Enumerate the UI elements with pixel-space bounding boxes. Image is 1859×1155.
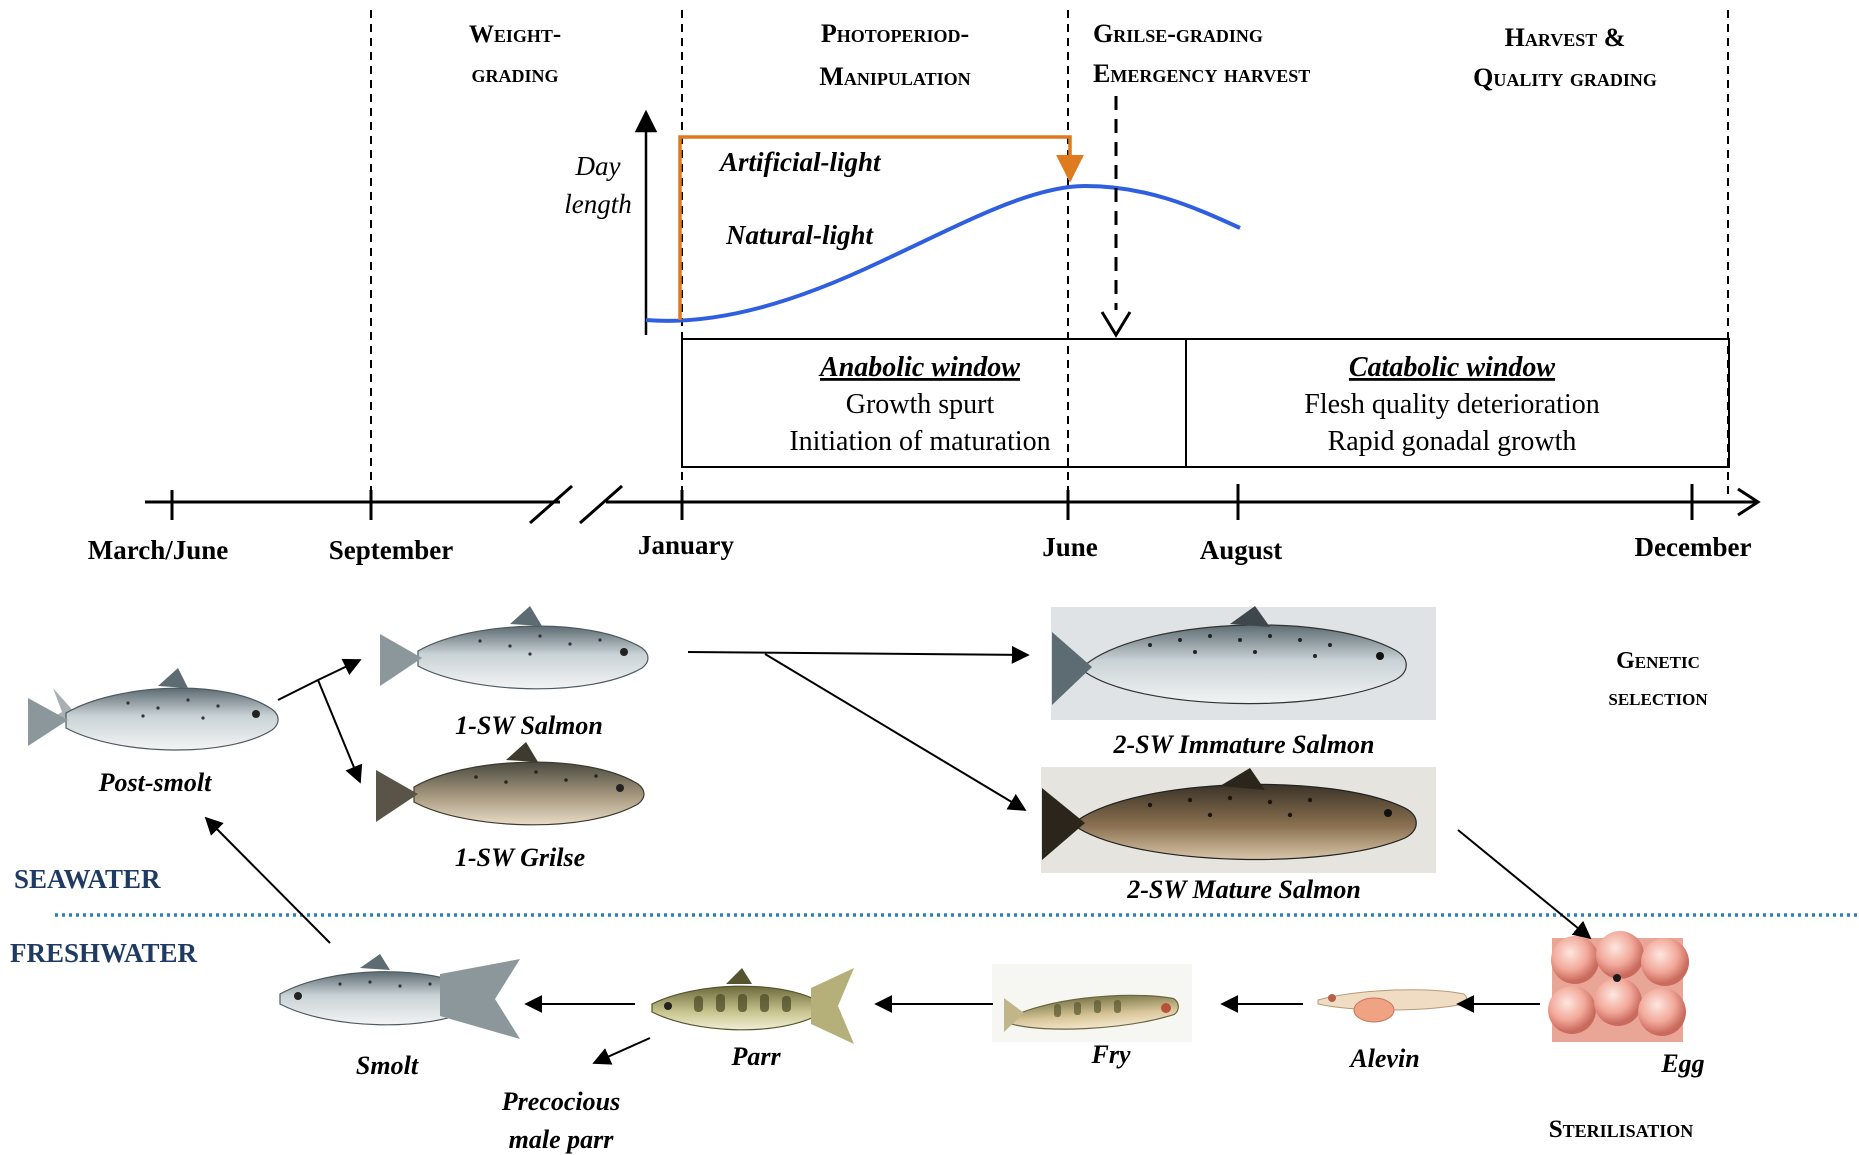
phase-harvest-line1: Harvest & — [1505, 23, 1626, 52]
month-december: December — [1635, 532, 1752, 562]
arrow-smolt-to-postsmolt — [204, 816, 331, 944]
month-march-june: March/June — [88, 535, 229, 565]
freshwater-zone-label: FRESHWATER — [10, 938, 198, 968]
phase-weight-grading-line1: Weight- — [469, 21, 561, 48]
2sw-immature-salmon-photo — [1051, 606, 1436, 720]
artificial-light-line — [678, 135, 1084, 320]
phase-grilse-line1: Grilse-grading — [1093, 19, 1263, 48]
natural-light-label: Natural-light — [725, 220, 875, 250]
parr-label: Parr — [730, 1042, 781, 1071]
precocious-label-line2: male parr — [509, 1125, 615, 1154]
2sw-immature-label: 2-SW Immature Salmon — [1112, 730, 1374, 759]
month-september: September — [329, 535, 453, 565]
alevin-fish-image — [1317, 989, 1468, 1023]
1sw-grilse-fish-image — [376, 742, 645, 826]
arrow-salmon-to-mature — [764, 653, 1027, 811]
1sw-grilse-label: 1-SW Grilse — [455, 843, 585, 872]
genetic-selection-line2: selection — [1608, 685, 1708, 711]
timeline-break-1 — [529, 484, 573, 525]
catabolic-window-title: Catabolic window — [1349, 352, 1555, 383]
daylength-axis-label-line2: length — [564, 189, 632, 219]
month-june: June — [1042, 532, 1098, 562]
egg-photo — [1548, 931, 1689, 1042]
phase-photoperiod-line1: Photoperiod- — [821, 19, 969, 48]
seawater-zone-label: SEAWATER — [14, 864, 161, 894]
daylength-axis-label-line1: Day — [575, 151, 621, 181]
arrow-parr-to-precocious — [592, 1037, 651, 1065]
parr-fish-image — [651, 968, 854, 1044]
anabolic-line-2: Initiation of maturation — [789, 426, 1050, 457]
phase-grilse-line2: Emergency harvest — [1093, 59, 1310, 88]
catabolic-window-box — [1185, 338, 1730, 468]
lifecycle-arrows — [204, 645, 1592, 1065]
natural-light-curve — [645, 183, 1241, 323]
fry-label: Fry — [1091, 1040, 1131, 1069]
window-boxes: Anabolic window Growth spurt Initiation … — [681, 338, 1730, 468]
daylength-graph: Day length Artificial-light Natural-ligh… — [564, 109, 1241, 335]
month-august: August — [1200, 535, 1283, 565]
genetic-selection-line1: Genetic — [1616, 648, 1700, 674]
alevin-label: Alevin — [1348, 1044, 1419, 1073]
post-smolt-fish-image — [28, 668, 279, 751]
1sw-salmon-label: 1-SW Salmon — [455, 711, 603, 740]
catabolic-line-2: Rapid gonadal growth — [1328, 426, 1577, 457]
anabolic-window-title: Anabolic window — [818, 352, 1020, 383]
artificial-light-label: Artificial-light — [718, 147, 882, 177]
1sw-salmon-fish-image — [380, 606, 649, 690]
timeline-arrowhead — [1737, 487, 1761, 517]
arrow-salmon-to-immature — [687, 645, 1030, 664]
timeline-break-2 — [579, 484, 623, 525]
fry-fish-image — [992, 964, 1192, 1042]
arrow-postsmolt-to-grilse — [317, 679, 363, 784]
phase-harvest-line2: Quality grading — [1473, 63, 1657, 92]
phase-weight-grading-line2: grading — [471, 61, 558, 88]
month-january: January — [638, 530, 735, 560]
egg-label: Egg — [1660, 1049, 1704, 1078]
anabolic-line-1: Growth spurt — [846, 389, 995, 420]
precocious-label-line1: Precocious — [501, 1087, 620, 1116]
smolt-label: Smolt — [356, 1051, 419, 1080]
emergency-harvest-arrowhead — [1100, 311, 1132, 338]
timeline — [145, 484, 1761, 525]
2sw-mature-label: 2-SW Mature Salmon — [1126, 875, 1361, 904]
smolt-fish-image — [279, 954, 520, 1039]
2sw-mature-salmon-photo — [1041, 767, 1436, 873]
post-smolt-label: Post-smolt — [98, 768, 212, 797]
catabolic-line-1: Flesh quality deterioration — [1304, 389, 1600, 420]
arrow-mature-to-egg — [1457, 829, 1592, 940]
phase-photoperiod-line2: Manipulation — [819, 62, 970, 91]
sterilisation-label: Sterilisation — [1549, 1116, 1694, 1143]
